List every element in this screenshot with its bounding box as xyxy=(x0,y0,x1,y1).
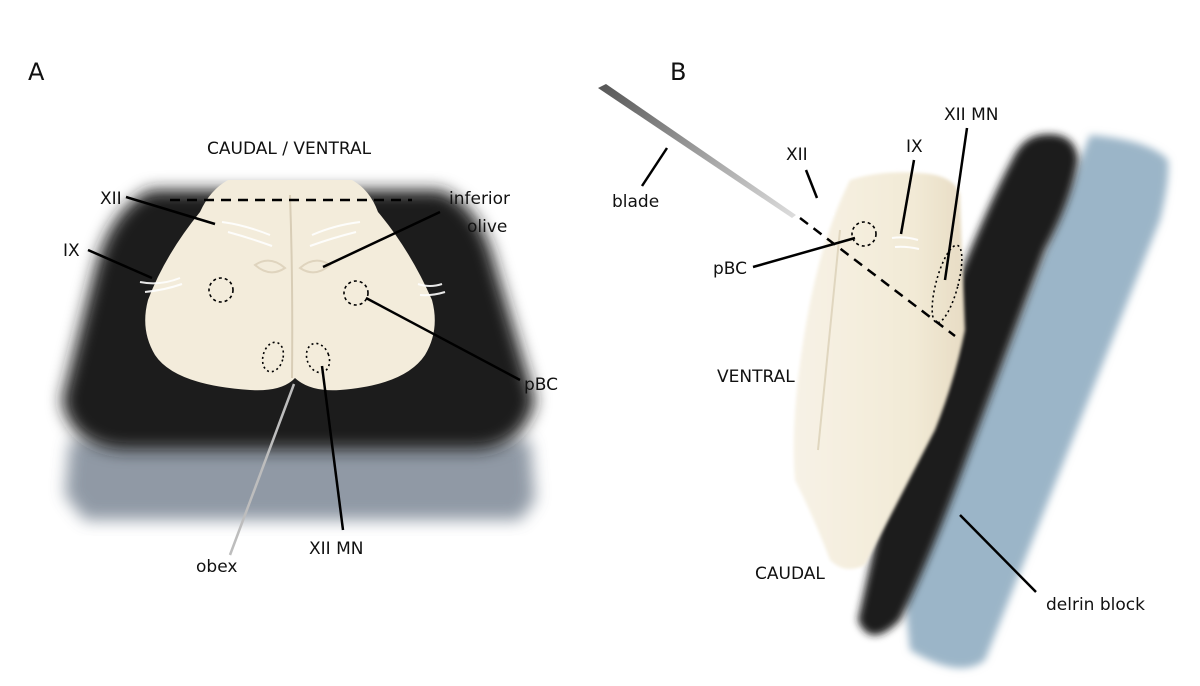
panel-b-xii-leader xyxy=(804,169,819,199)
panel-b-xii-mn-leader xyxy=(943,127,969,281)
panel-b-delrin-label: delrin block xyxy=(1046,595,1145,615)
panel-a: A xyxy=(28,58,558,577)
panel-b-delrin-leader xyxy=(959,514,1037,593)
panel-a-letter: A xyxy=(28,58,45,86)
panel-b-blade xyxy=(598,84,796,218)
panel-b-letter: B xyxy=(670,58,686,86)
panel-a-xii-leader xyxy=(125,195,216,226)
panel-a-inferior-label: inferior xyxy=(449,189,510,209)
panel-a-pbc-label: pBC xyxy=(524,375,558,395)
panel-a-xii-mn-left-region xyxy=(261,341,285,373)
panel-b-cut-line xyxy=(799,217,956,337)
panel-a-xii-label: XII xyxy=(100,189,122,209)
panel-b-agar-block xyxy=(858,134,1078,636)
panel-a-pbc-left-region xyxy=(208,277,234,303)
panel-a-ix-leader xyxy=(87,248,153,280)
panel-b-xii-label: XII xyxy=(786,145,808,165)
panel-a-olive-label: olive xyxy=(467,217,507,237)
panel-b-ventral-label: VENTRAL xyxy=(717,367,795,387)
panel-a-pbc-leader xyxy=(365,296,521,382)
panel-b-blade-leader xyxy=(640,147,669,187)
panel-a-olive-leader xyxy=(322,210,441,269)
panel-b-pbc-region xyxy=(851,221,877,247)
panel-b-xii-mn-label: XII MN xyxy=(944,105,998,125)
panel-b-pbc-label: pBC xyxy=(713,259,747,279)
panel-b-delrin-block xyxy=(905,135,1169,668)
panel-a-tissue xyxy=(145,180,435,391)
panel-b: B blade XII IX XII MN pB xyxy=(598,58,1169,668)
panel-b-ix-leader xyxy=(899,159,916,235)
panel-a-midline xyxy=(289,194,294,379)
panel-b-tissue-edge xyxy=(817,229,841,451)
panel-b-caudal-label: CAUDAL xyxy=(755,564,825,584)
panel-b-pbc-leader xyxy=(752,236,856,269)
panel-b-xii-mn-region xyxy=(931,244,963,324)
panel-a-ix-label: IX xyxy=(63,241,80,261)
panel-b-rootlets xyxy=(805,204,920,250)
panel-b-ix-label: IX xyxy=(906,137,923,157)
panel-a-obex-label: obex xyxy=(196,557,237,577)
panel-a-pbc-right-region xyxy=(343,280,369,306)
panel-a-platform xyxy=(65,440,535,520)
panel-a-xii-mn-label: XII MN xyxy=(309,539,363,559)
panel-a-xii-mn-leader xyxy=(320,365,345,531)
panel-a-obex-leader xyxy=(228,383,296,556)
panel-b-blade-label: blade xyxy=(612,192,659,212)
panel-a-orientation-label: CAUDAL / VENTRAL xyxy=(207,139,372,159)
